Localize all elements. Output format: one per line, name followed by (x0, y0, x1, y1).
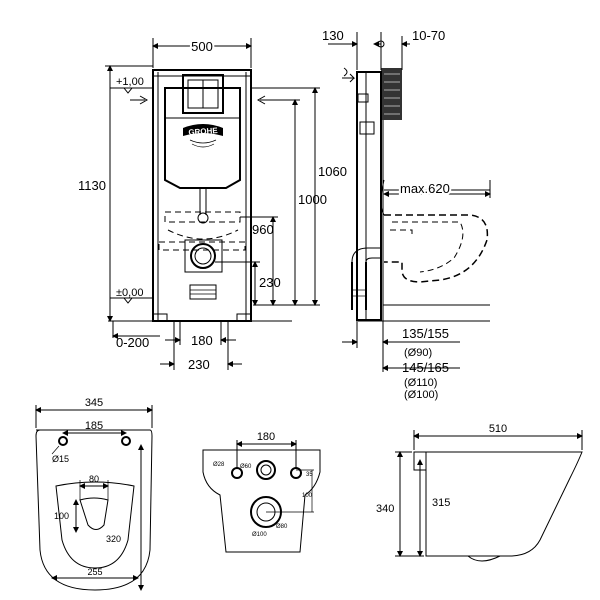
dia-100: Ø100 (252, 532, 267, 538)
side-view: max.620 (342, 67, 491, 322)
dim-145-165: 145/165 (402, 360, 449, 375)
flush-box (381, 68, 402, 120)
bowl-seat (55, 481, 135, 569)
side-view-dimensions: 130 10-70 135/155 (Ø90) 145/165 (Ø110) (… (322, 28, 460, 401)
frame-outline (152, 69, 252, 322)
bowl-opening (79, 497, 109, 530)
side-bowl-top (380, 179, 385, 216)
dim-max-620: max.620 (400, 181, 450, 196)
dia-28: Ø28 (213, 462, 225, 468)
dim-phi100: (Ø100) (404, 389, 438, 401)
dim-10-70: 10-70 (412, 28, 445, 43)
outlet-ring (190, 243, 216, 269)
bowl-side-outline (413, 451, 583, 557)
dim-230-height: 230 (259, 275, 281, 290)
back-inlet-inner (260, 464, 272, 476)
frame-foot-right (236, 313, 252, 322)
cistern-body (164, 87, 241, 189)
bowl-outline (35, 429, 153, 591)
dim-100-back: 100 (302, 493, 313, 499)
inlet-arrow-left (130, 95, 149, 105)
bowl-side-base (467, 555, 501, 562)
inlet-arrow-right (256, 95, 275, 105)
dim-1000: 1000 (298, 192, 327, 207)
lower-mount-bar (158, 241, 246, 251)
dim-frame-width: 500 (191, 39, 213, 54)
flush-pipe-joint (197, 212, 209, 224)
dim-320: 320 (106, 534, 121, 544)
front-view-frame: GROHE +1,00 ±0,00 (108, 69, 292, 322)
dim-135-155: 135/155 (402, 326, 449, 341)
bowl-back-view: 180 Ø28 Ø60 35 100 Ø80 Ø100 (202, 431, 321, 553)
dim-510: 510 (489, 423, 507, 435)
side-bowl-dashed (384, 214, 489, 283)
wc-outline-dashed (167, 229, 239, 240)
dim-35: 35 (306, 472, 313, 478)
grohe-logo-text: GROHE (188, 126, 219, 137)
dim-960: 960 (252, 222, 274, 237)
drain-pipe (189, 284, 217, 300)
outlet-ring-inner (194, 247, 212, 265)
level-zero-label: ±0,00 (116, 287, 143, 299)
dim-315: 315 (432, 497, 450, 509)
dim-185: 185 (85, 420, 103, 432)
dim-1060: 1060 (318, 164, 347, 179)
dia-80: Ø80 (276, 524, 288, 530)
frame-foot-left (152, 313, 168, 322)
dim-255: 255 (87, 567, 102, 577)
side-inlet-arrow (342, 73, 356, 83)
dim-340: 340 (376, 503, 394, 515)
mount-hole-right (121, 436, 131, 446)
dim-130: 130 (322, 28, 344, 43)
side-valve (357, 93, 369, 103)
dim-0-200: 0-200 (116, 335, 149, 350)
front-view-dimensions: 500 1130 1060 1000 960 230 0-200 180 (78, 37, 347, 372)
dim-230-width: 230 (188, 357, 210, 372)
outlet-housing (184, 239, 223, 273)
dim-345: 345 (85, 397, 103, 409)
bowl-back-outline (202, 449, 321, 553)
grohe-logo: GROHE (183, 124, 223, 148)
side-cistern-detail (359, 121, 375, 135)
dim-80: 80 (89, 474, 99, 484)
side-drain (351, 262, 367, 310)
dia-60: Ø60 (240, 464, 252, 470)
dim-frame-height: 1130 (78, 178, 106, 193)
flush-plate (182, 74, 224, 114)
side-frame (356, 71, 382, 321)
dim-100-top: 100 (54, 511, 69, 521)
dim-phi90: (Ø90) (404, 347, 432, 359)
back-hole-right (290, 467, 302, 479)
bowl-side-view: 510 340 315 (376, 423, 583, 562)
dim-180: 180 (191, 333, 213, 348)
bowl-top-view: 345 185 Ø15 80 100 320 255 (35, 397, 153, 591)
side-datum-circle (377, 40, 385, 48)
level-mark-top (122, 87, 134, 94)
dim-phi110: (Ø110) (404, 377, 437, 389)
dim-phi15: Ø15 (52, 454, 69, 464)
mount-hole-left (58, 436, 68, 446)
level-top-label: +1,00 (116, 76, 144, 88)
back-inlet (256, 460, 276, 480)
dim-180-back: 180 (257, 431, 275, 443)
